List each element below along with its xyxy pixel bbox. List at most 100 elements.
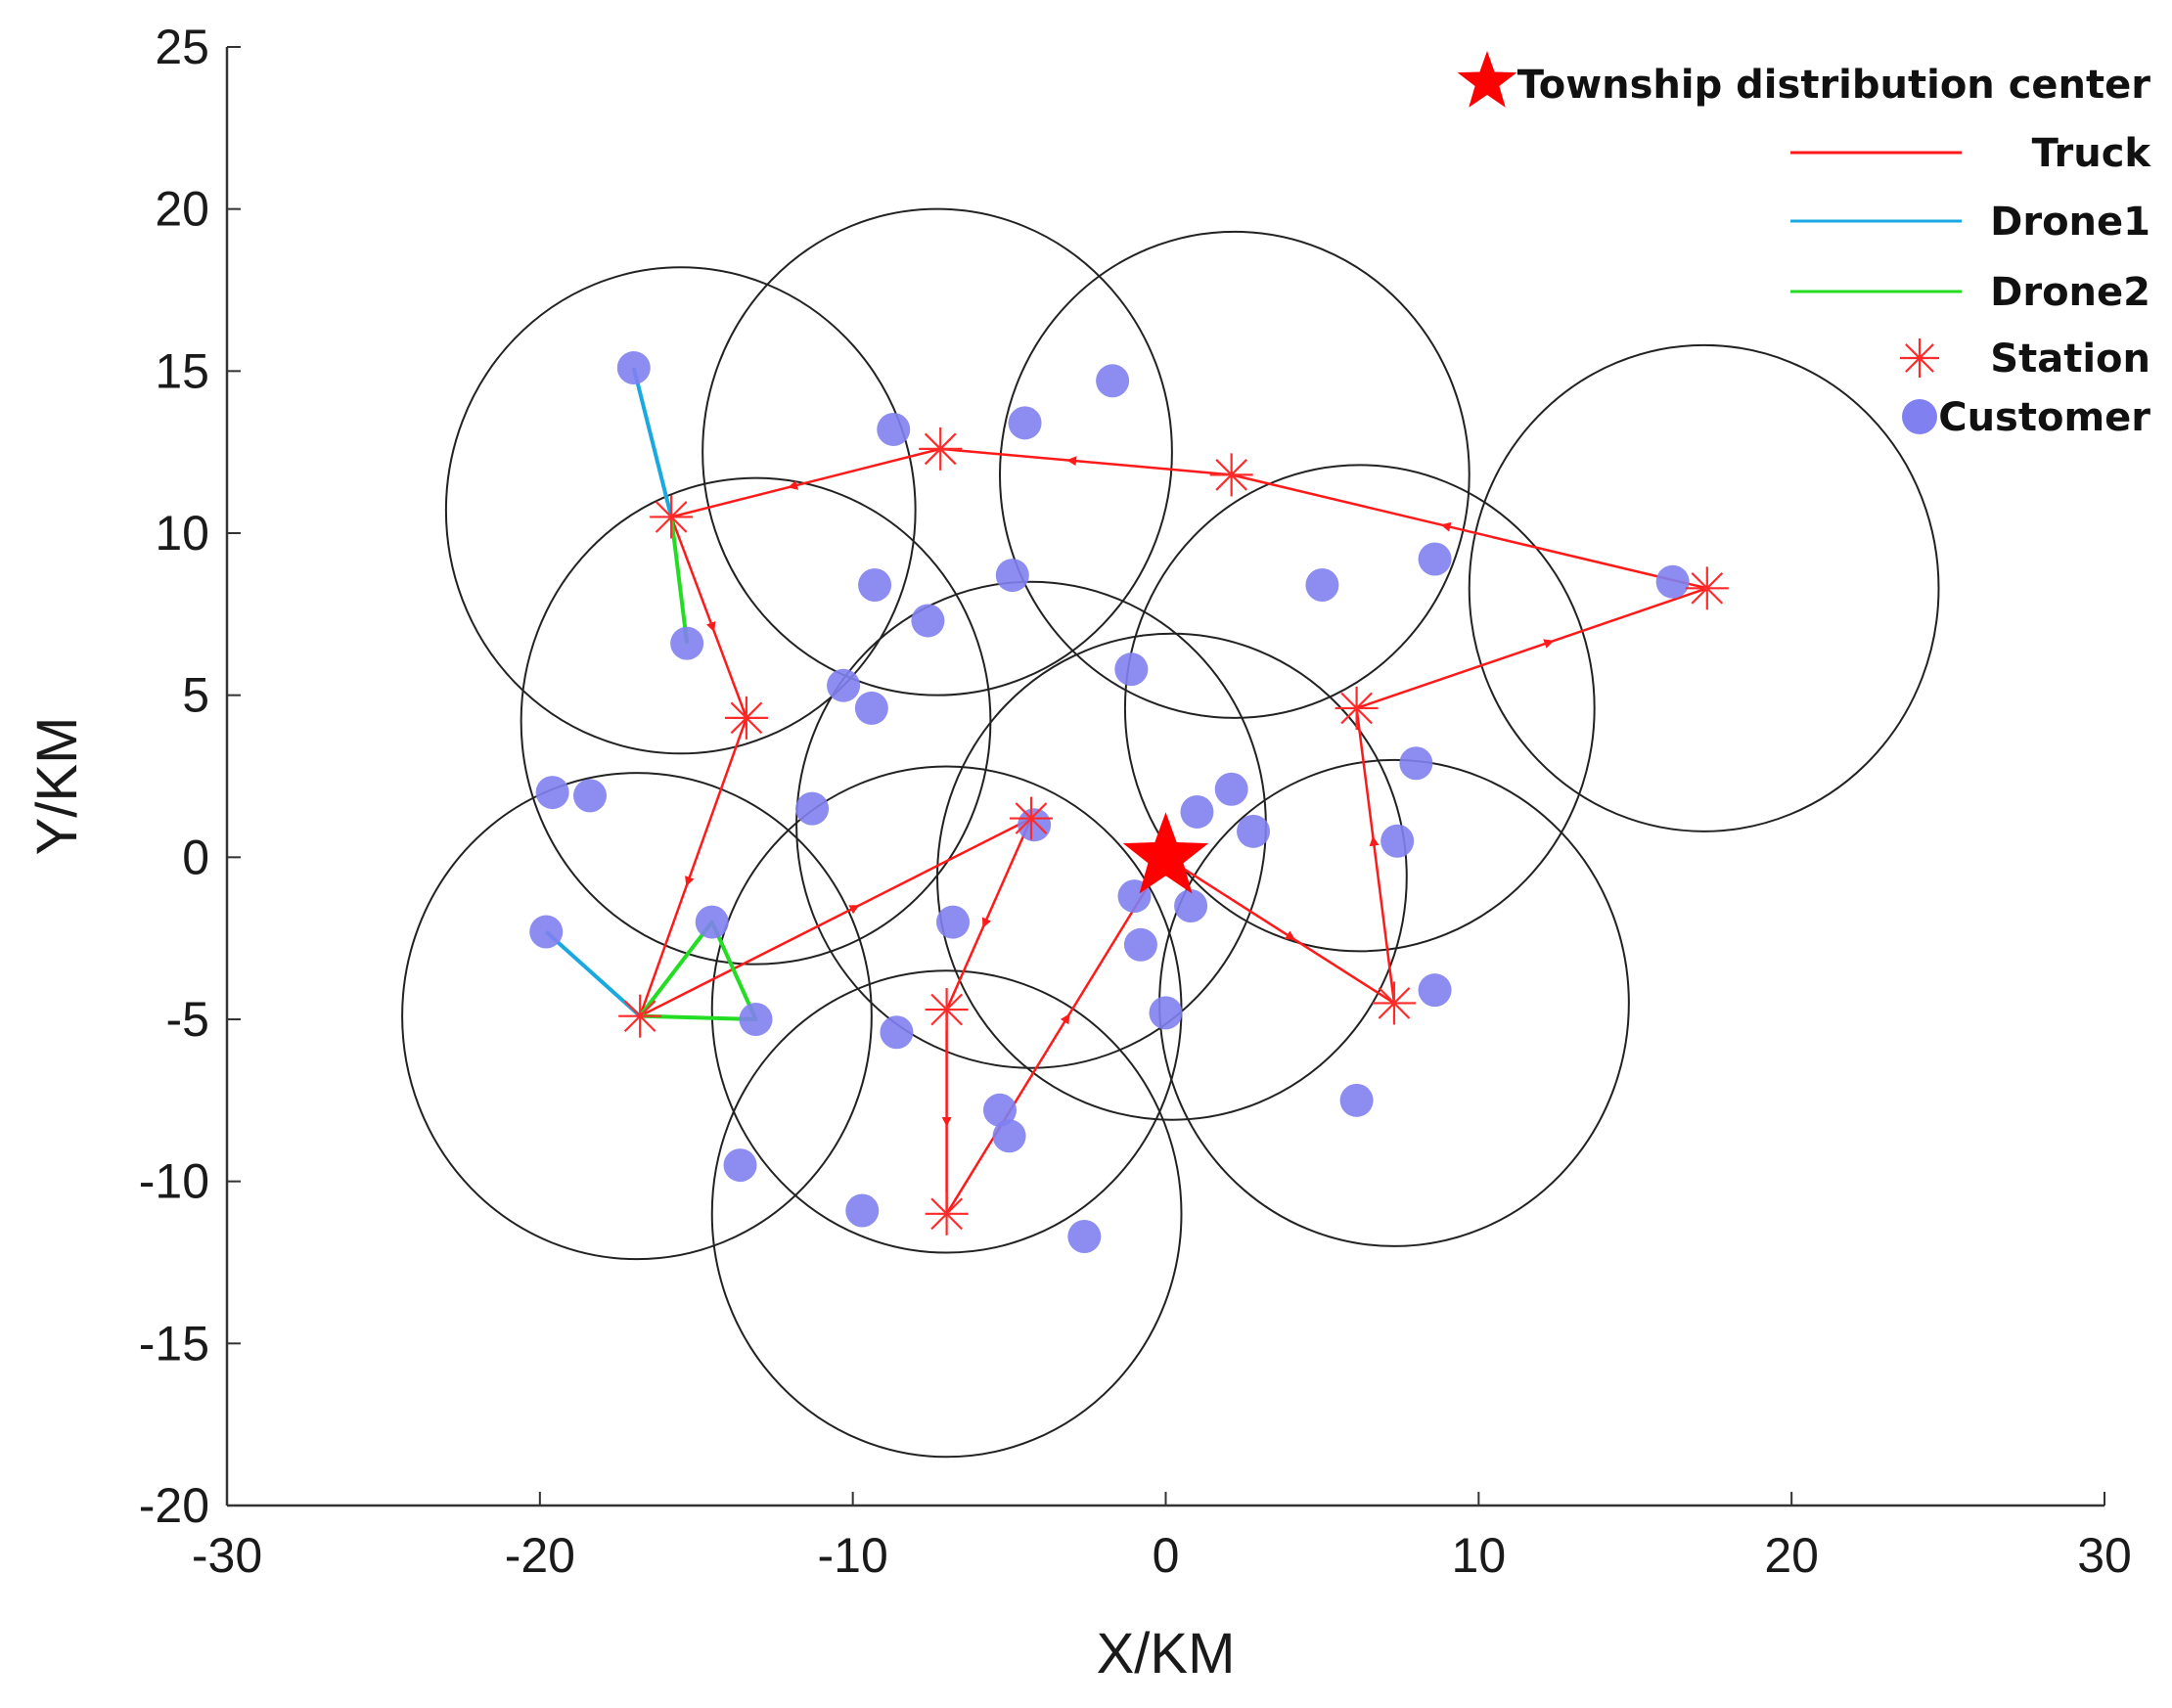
customers (529, 351, 1690, 1253)
customer-dot (535, 776, 569, 810)
customer-dot (573, 779, 608, 813)
y-tick-label: -5 (166, 992, 209, 1047)
truck-route-segment (940, 447, 1232, 476)
y-axis-label: Y/KM (25, 717, 89, 856)
y-tick-label: 15 (155, 343, 209, 398)
coverage-circle (998, 230, 1471, 719)
y-tick-label: 5 (182, 668, 209, 723)
legend-label-drone2: Drone2 (1990, 270, 2150, 315)
truck-route-segment (669, 516, 748, 719)
y-tick-label: -10 (139, 1154, 209, 1209)
customer-dot (858, 568, 892, 603)
coverage-circle (936, 632, 1408, 1121)
station-asterisk-stroke (924, 432, 957, 466)
coverage-circle (444, 266, 917, 755)
station-marker (925, 1191, 969, 1236)
legend: Township distribution center Truck Drone… (1457, 51, 2151, 440)
customer-dot (695, 905, 729, 939)
truck-route-segment (670, 447, 941, 518)
truck-route-segment (1164, 856, 1395, 1005)
customer-dot (1418, 542, 1452, 576)
customer-dot (854, 691, 888, 725)
legend-label-customer: Customer (1938, 395, 2150, 440)
x-tick-label: -20 (505, 1528, 575, 1583)
customer-dot (616, 351, 651, 385)
x-tick-label: -30 (192, 1528, 262, 1583)
depot (1122, 812, 1209, 894)
customer-dot (1018, 808, 1052, 842)
station-asterisk-stroke (1015, 802, 1048, 834)
x-tick-label: -10 (818, 1528, 888, 1583)
truck-route-segment (639, 717, 748, 1017)
legend-label-depot: Township distribution center (1517, 63, 2151, 108)
station-asterisk-stroke (1215, 459, 1247, 491)
legend-customer-dot-icon (1902, 399, 1937, 434)
customer-dot (1114, 652, 1149, 687)
drone2-route (669, 517, 690, 644)
truck-route-segment (1231, 473, 1708, 590)
x-tick-label: 30 (2077, 1528, 2132, 1583)
stations (618, 427, 1729, 1236)
customer-dot (880, 1015, 914, 1050)
x-tick-label: 10 (1452, 1528, 1507, 1583)
customer-dot (827, 668, 861, 702)
station-asterisk-stroke (730, 701, 763, 735)
truck-route-segment (639, 817, 1032, 1017)
station-marker (650, 495, 694, 539)
customer-dot (670, 626, 704, 660)
customer-dot (936, 905, 971, 939)
y-tick-label: 0 (182, 830, 209, 884)
customer-dot (877, 412, 911, 446)
customer-dot (723, 1148, 757, 1183)
drone1-route (631, 367, 674, 517)
y-tick-label: 10 (155, 506, 209, 561)
coverage-circle (701, 207, 1173, 697)
y-tick-label: 20 (155, 182, 209, 237)
customer-dot (1339, 1083, 1374, 1117)
station-asterisk-stroke (930, 1197, 963, 1231)
customer-dot (1380, 824, 1415, 858)
station-asterisk-stroke (623, 1000, 656, 1033)
y-tick-label: -20 (139, 1478, 209, 1533)
legend-station-asterisk-icon (1900, 338, 1939, 378)
customer-dot (1008, 406, 1042, 440)
customer-dot (1123, 927, 1157, 962)
y-tick-label: 25 (155, 20, 209, 74)
x-axis-label: X/KM (1097, 1622, 1236, 1686)
station-marker (724, 696, 768, 740)
station-marker (1372, 981, 1416, 1025)
station-marker (919, 427, 963, 471)
legend-depot-star-icon (1457, 51, 1517, 108)
drone2-route (638, 920, 758, 1021)
station-marker (925, 988, 969, 1032)
station-asterisk-stroke (1378, 987, 1411, 1019)
customer-dot (1305, 568, 1339, 603)
x-tick-label: 20 (1764, 1528, 1819, 1583)
customer-dot (1399, 746, 1433, 781)
station-marker (1685, 566, 1729, 610)
station-asterisk-stroke (930, 993, 963, 1026)
customer-dot (1237, 814, 1271, 848)
customer-dot (739, 1003, 773, 1036)
coverage-circle (710, 969, 1183, 1459)
station-asterisk-stroke (1905, 343, 1934, 373)
customer-dot (1149, 996, 1183, 1030)
legend-label-station: Station (1990, 337, 2150, 382)
customer-dot (1180, 794, 1214, 829)
routes (544, 367, 1708, 1215)
y-tick-label: -15 (139, 1316, 209, 1371)
customer-dot (1214, 772, 1248, 806)
depot-star (1122, 812, 1209, 894)
station-marker (1009, 796, 1053, 840)
truck-route-segment (1356, 587, 1708, 710)
coverage-circle (1123, 464, 1596, 953)
coverage-circle (1468, 343, 1940, 832)
station-marker (618, 994, 662, 1038)
station-asterisk-stroke (1340, 692, 1373, 725)
coverage-circle (401, 772, 873, 1261)
customer-dot (845, 1193, 880, 1228)
truck-route-segment (945, 818, 1033, 1011)
drone1-route (544, 930, 642, 1018)
